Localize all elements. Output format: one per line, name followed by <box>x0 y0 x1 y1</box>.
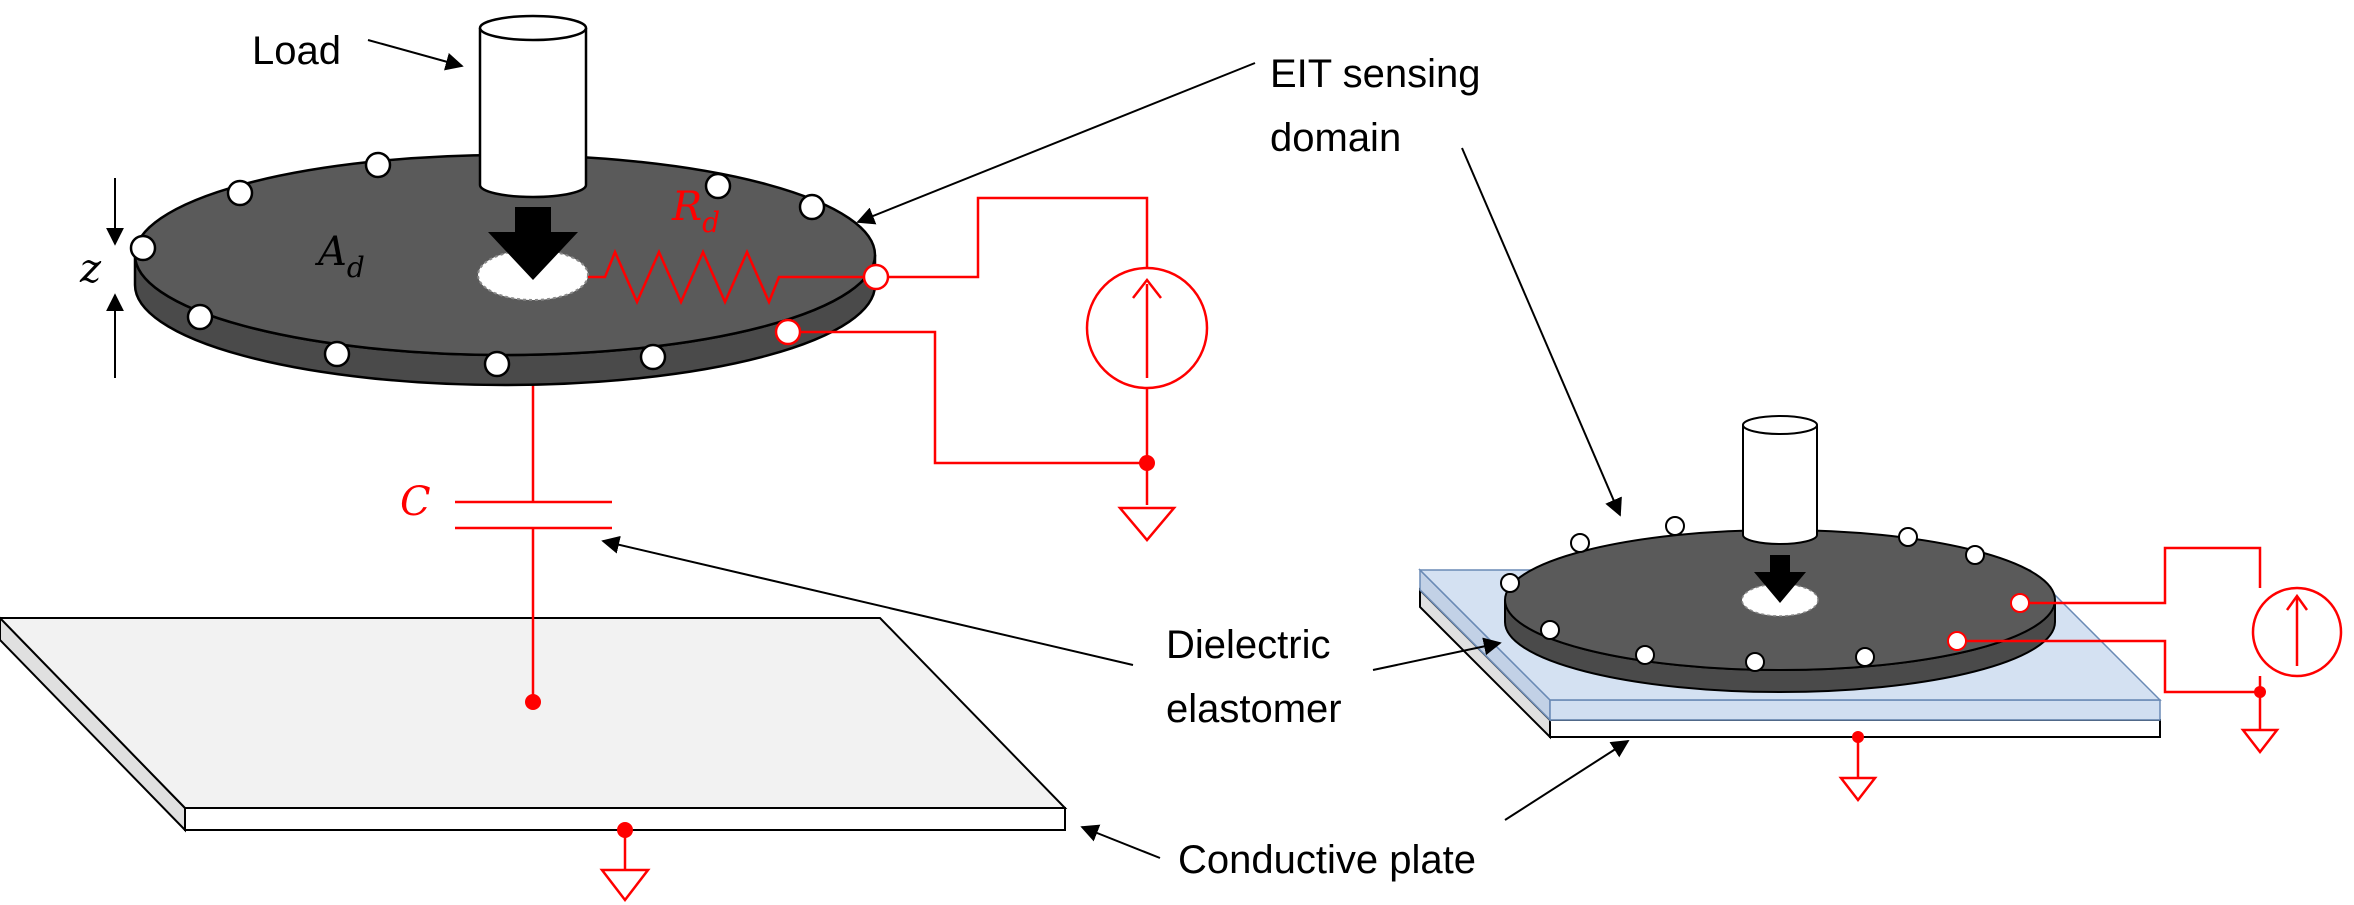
dielectric-label-line2: elastomer <box>1166 687 1342 731</box>
load-arrow-small <box>1754 555 1806 603</box>
dielectric-callout-large <box>601 535 1134 666</box>
electrode-injection-small-1 <box>2010 593 2030 613</box>
dielectric-callout-small <box>1372 637 1502 671</box>
load-cylinder-large <box>478 14 588 199</box>
conductive-plate-large <box>0 616 1068 833</box>
capacitance-symbol: C <box>400 479 431 525</box>
conductive-callout-small <box>1504 740 1630 821</box>
electrode-injection-1 <box>862 263 890 291</box>
plate-ground-node <box>617 822 633 838</box>
electrode-injection-small-2 <box>1947 631 1967 651</box>
eit-label-line1: EIT sensing <box>1270 52 1481 96</box>
capacitor-branch <box>455 385 612 702</box>
electrodes-small <box>1500 516 1985 672</box>
resistor-zigzag <box>588 248 876 306</box>
eit-label-line2: domain <box>1270 116 1401 160</box>
source-ground-node-small <box>2254 686 2266 698</box>
callout-arrows <box>367 39 1630 859</box>
eit-callout-small <box>1461 147 1622 517</box>
current-source-wiring-large <box>788 196 1177 542</box>
electrodes-large <box>129 151 826 378</box>
electrode-injection-2 <box>774 318 802 346</box>
current-source-small <box>2251 586 2343 678</box>
area-symbol: Ad <box>314 229 365 284</box>
plate-ground-large <box>599 830 651 903</box>
conductive-plate-small <box>1419 587 2161 740</box>
capacitor-bottom-node <box>525 694 541 710</box>
dielectric-label-line1: Dielectric <box>1166 623 1330 667</box>
eit-callout-large <box>856 62 1256 225</box>
load-arrow-large <box>488 207 578 280</box>
conductive-callout-large <box>1080 824 1161 859</box>
load-label: Load <box>252 29 341 73</box>
resistance-symbol: Rd <box>671 184 720 239</box>
sensing-disk-large <box>133 153 877 387</box>
load-cylinder-small <box>1742 415 1818 545</box>
current-source-large <box>1085 266 1209 390</box>
load-callout <box>367 39 464 71</box>
plate-ground-node-small <box>1852 731 1864 743</box>
source-ground-node-large <box>1139 455 1155 471</box>
current-source-wiring-small <box>1838 546 2280 803</box>
z-symbol: z <box>79 246 102 292</box>
conductive-label: Conductive plate <box>1178 838 1476 882</box>
